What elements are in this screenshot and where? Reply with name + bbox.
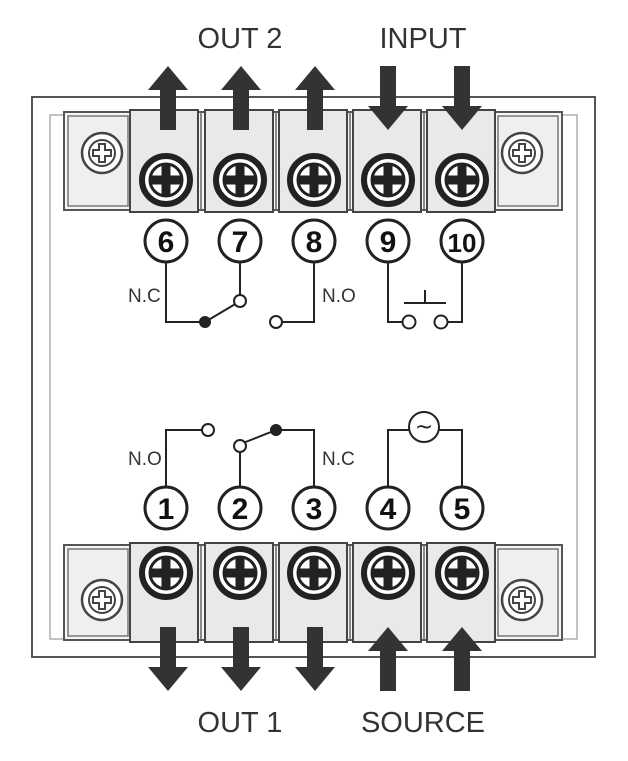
contact-point	[201, 423, 215, 437]
terminal-number: 4	[380, 493, 397, 526]
top-wiring	[165, 262, 463, 323]
terminal-number: 1	[158, 493, 175, 526]
out1-label: OUT 1	[198, 707, 283, 739]
bottom-no-label: N.O	[128, 449, 162, 470]
top-no-label: N.O	[322, 286, 356, 307]
out2-label: OUT 2	[198, 23, 283, 55]
terminal-number: 5	[454, 493, 471, 526]
terminal-numbers-top: 6 7 8 9 10	[143, 218, 485, 264]
contact-point	[233, 294, 247, 308]
screw-icon[interactable]	[216, 549, 264, 597]
screw-icon[interactable]	[290, 156, 338, 204]
push-switch-icon	[433, 314, 449, 330]
screw-icon[interactable]	[364, 156, 412, 204]
ac-source-symbol: ~	[415, 415, 433, 440]
screw-icon[interactable]	[216, 156, 264, 204]
terminal-number: 8	[306, 226, 323, 259]
screw-icon[interactable]	[438, 549, 486, 597]
ac-source-icon	[408, 411, 440, 443]
terminal-numbers-bottom: 1 2 3 4 5	[143, 485, 485, 531]
screw-icon[interactable]	[438, 156, 486, 204]
screw-icon[interactable]	[290, 549, 338, 597]
push-switch-icon	[401, 314, 417, 330]
terminal-number: 3	[306, 493, 323, 526]
source-label: SOURCE	[361, 707, 485, 739]
mount-screw-icon	[80, 131, 124, 175]
screw-icon[interactable]	[142, 549, 190, 597]
bottom-nc-label: N.C	[322, 449, 355, 470]
input-label: INPUT	[380, 23, 467, 55]
contact-point	[233, 439, 247, 453]
terminal-number: 2	[232, 493, 249, 526]
terminal-number: 9	[380, 226, 397, 259]
contact-point	[269, 315, 283, 329]
mount-screw-icon	[500, 578, 544, 622]
terminal-number: 6	[158, 226, 175, 259]
contact-dot	[270, 424, 282, 436]
top-nc-label: N.C	[128, 286, 161, 307]
terminal-number: 10	[448, 228, 477, 258]
mount-screw-icon	[80, 578, 124, 622]
screw-icon[interactable]	[364, 549, 412, 597]
mount-screw-icon	[500, 131, 544, 175]
screw-icon[interactable]	[142, 156, 190, 204]
bottom-wiring	[165, 429, 463, 486]
contact-dot	[199, 316, 211, 328]
terminal-number: 7	[232, 226, 249, 259]
